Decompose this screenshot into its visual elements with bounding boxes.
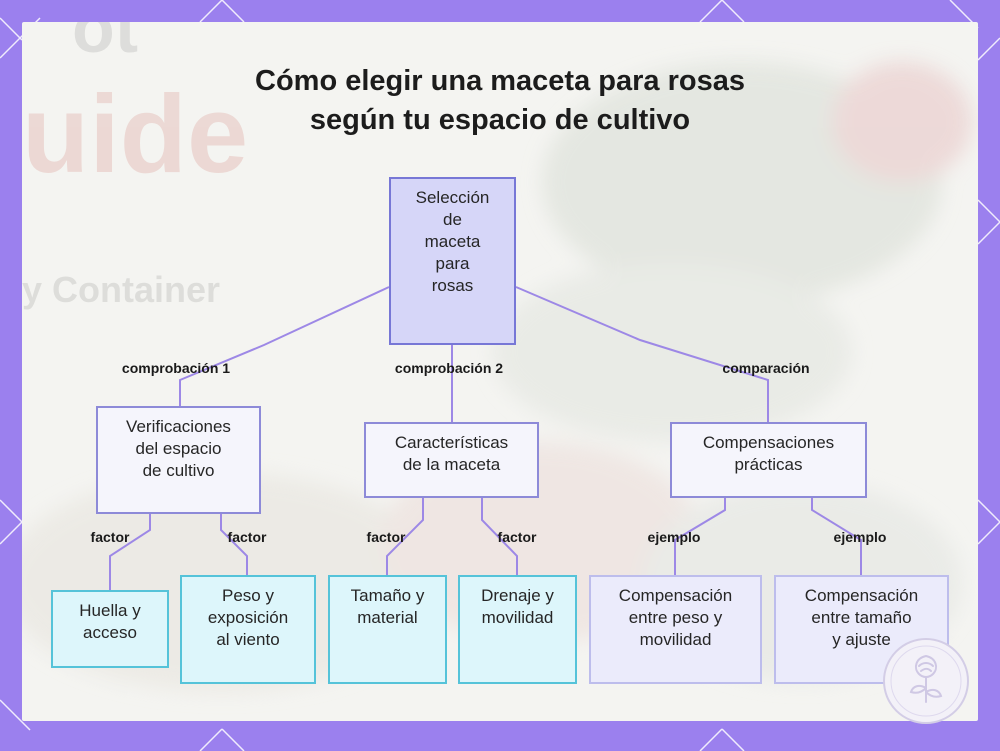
edge-label-comparison: comparación <box>722 360 809 376</box>
weight-wind-line-2: exposición <box>208 607 288 629</box>
edge-label-factor-weight: factor <box>228 529 267 545</box>
footprint-line-2: acceso <box>79 622 140 644</box>
space-checks-line-3: de cultivo <box>126 460 231 482</box>
node-practical-tradeoffs: Compensaciones prácticas <box>670 422 867 498</box>
edge-space-footprint <box>110 514 150 590</box>
pot-features-line-2: de la maceta <box>395 454 508 476</box>
weight-wind-line-1: Peso y <box>208 585 288 607</box>
root-line-1: Selección <box>416 187 490 209</box>
edge-root-tradeoffs <box>516 287 768 422</box>
leaf-weight-mobility-tradeoff: Compensación entre peso y movilidad <box>589 575 762 684</box>
size-material-line-2: material <box>351 607 425 629</box>
leaf-weight-wind: Peso y exposición al viento <box>180 575 316 684</box>
weight-wind-line-3: al viento <box>208 629 288 651</box>
drainage-line-2: movilidad <box>481 607 554 629</box>
edge-label-example-size: ejemplo <box>834 529 887 545</box>
node-pot-features: Características de la maceta <box>364 422 539 498</box>
pot-features-line-1: Características <box>395 432 508 454</box>
edge-label-check-1: comprobación 1 <box>122 360 230 376</box>
edge-label-example-weight: ejemplo <box>648 529 701 545</box>
leaf-size-material: Tamaño y material <box>328 575 447 684</box>
edge-label-factor-footprint: factor <box>91 529 130 545</box>
rose-emblem-icon <box>881 636 971 726</box>
node-space-checks: Verificaciones del espacio de cultivo <box>96 406 261 514</box>
edge-label-factor-drainage: factor <box>498 529 537 545</box>
footprint-line-1: Huella y <box>79 600 140 622</box>
leaf-footprint-access: Huella y acceso <box>51 590 169 668</box>
tradeoffs-line-1: Compensaciones <box>703 432 834 454</box>
space-checks-line-1: Verificaciones <box>126 416 231 438</box>
root-line-3: maceta <box>416 231 490 253</box>
weight-mobility-line-1: Compensación <box>619 585 732 607</box>
edge-root-space <box>180 287 389 406</box>
edge-label-factor-size: factor <box>367 529 406 545</box>
weight-mobility-line-2: entre peso y <box>619 607 732 629</box>
root-line-4: para <box>416 253 490 275</box>
drainage-line-1: Drenaje y <box>481 585 554 607</box>
space-checks-line-2: del espacio <box>126 438 231 460</box>
root-line-2: de <box>416 209 490 231</box>
size-fit-line-1: Compensación <box>805 585 918 607</box>
root-node-pot-selection: Selección de maceta para rosas <box>389 177 516 345</box>
edge-label-check-2: comprobación 2 <box>395 360 503 376</box>
size-fit-line-2: entre tamaño <box>805 607 918 629</box>
size-material-line-1: Tamaño y <box>351 585 425 607</box>
leaf-drainage-mobility: Drenaje y movilidad <box>458 575 577 684</box>
tradeoffs-line-2: prácticas <box>703 454 834 476</box>
root-line-5: rosas <box>416 275 490 297</box>
weight-mobility-line-3: movilidad <box>619 629 732 651</box>
